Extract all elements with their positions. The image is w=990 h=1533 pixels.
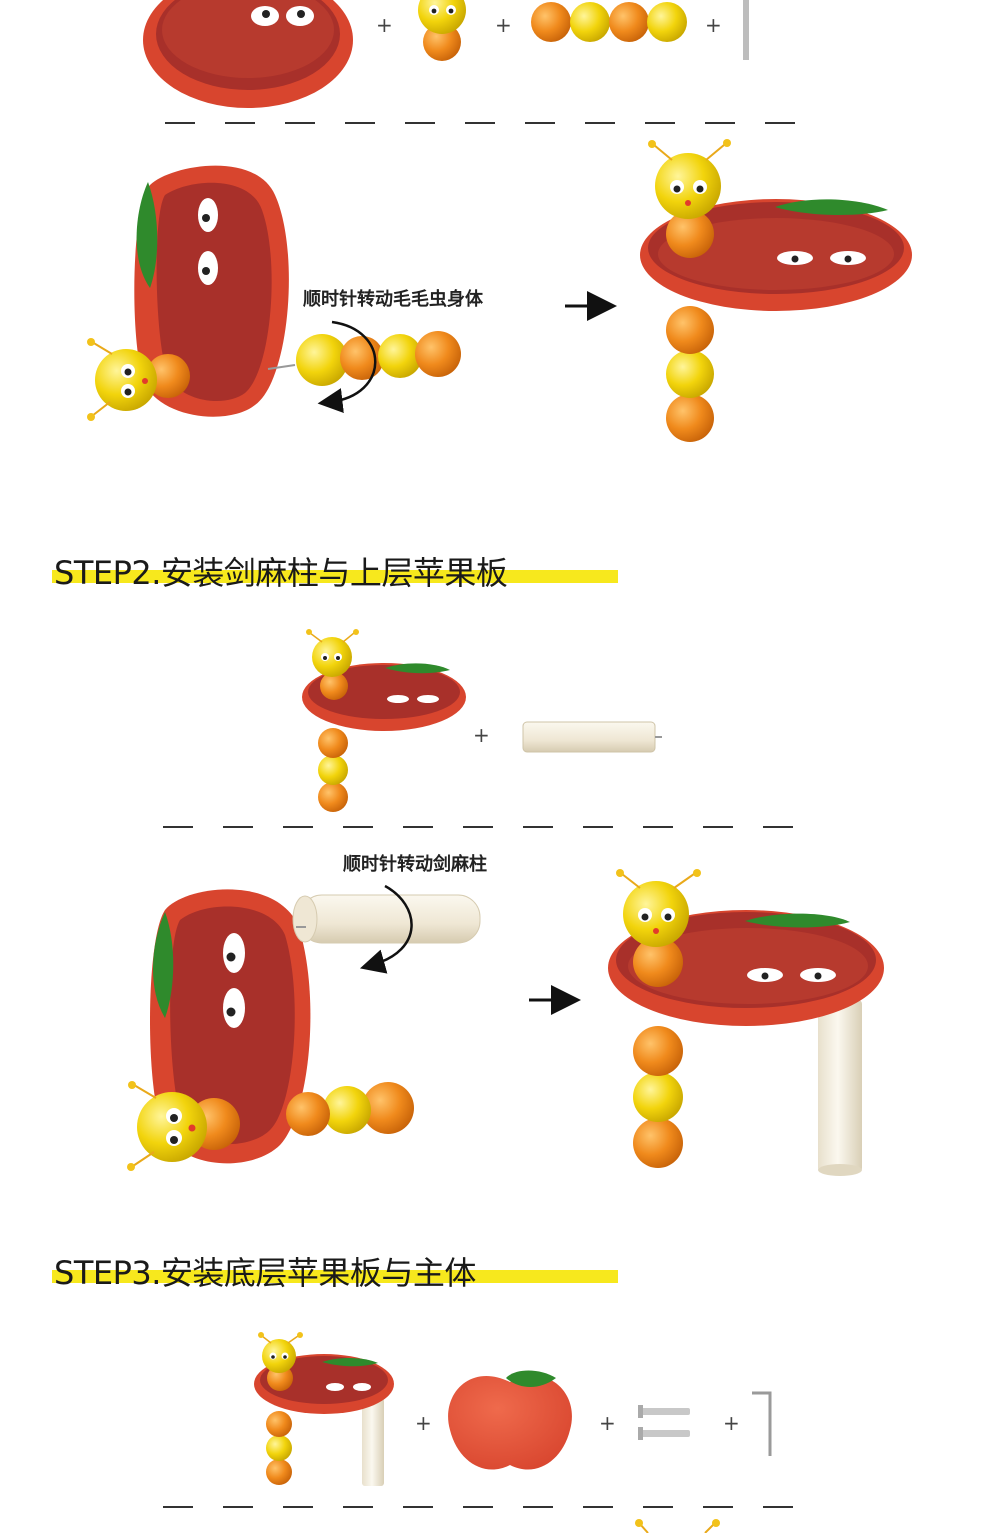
step3-title: STEP3.安装底层苹果板与主体 [54, 1254, 476, 1292]
plus-sign: + [376, 13, 393, 37]
caterpillar-head-part [418, 0, 466, 61]
plus-sign: + [599, 1411, 616, 1435]
sisal-pole-rotating [292, 884, 481, 974]
step2-title: STEP2.安装剑麻柱与上层苹果板 [54, 554, 508, 592]
screw-part [743, 0, 749, 60]
rotate-pole-caption: 顺时针转动剑麻柱 [343, 854, 487, 875]
step3-parts-row [254, 1332, 394, 1486]
apple-board-part [143, 0, 353, 108]
plus-sign: + [473, 723, 490, 747]
step2-assembly-upright [127, 889, 414, 1171]
rotation-arrow-icon [317, 320, 377, 413]
screws-part [638, 1405, 690, 1440]
bottom-apple-board-part [448, 1370, 572, 1470]
title-highlight [52, 570, 618, 583]
plus-sign: + [495, 13, 512, 37]
caterpillar-body-rotating [296, 320, 461, 413]
rotate-body-caption: 顺时针转动毛毛虫身体 [303, 289, 483, 310]
step2-parts-row [302, 629, 466, 812]
allen-key-part [752, 1391, 772, 1456]
plus-sign: + [723, 1411, 740, 1435]
step2-heading: STEP2.安装剑麻柱与上层苹果板 [52, 548, 622, 592]
step1-assembly-upright [87, 165, 296, 421]
sisal-pole-part [522, 721, 662, 753]
caterpillar-body-part [531, 2, 687, 42]
plus-sign: + [705, 13, 722, 37]
rotation-arrow-icon [359, 884, 413, 974]
step3-heading: STEP3.安装底层苹果板与主体 [52, 1248, 622, 1292]
step2-result [608, 869, 884, 1176]
step1-parts-row: + + + [143, 0, 749, 108]
title-highlight [52, 1270, 618, 1283]
step1-result [640, 139, 912, 442]
plus-sign: + [415, 1411, 432, 1435]
step3-next-antenna [635, 1519, 720, 1533]
